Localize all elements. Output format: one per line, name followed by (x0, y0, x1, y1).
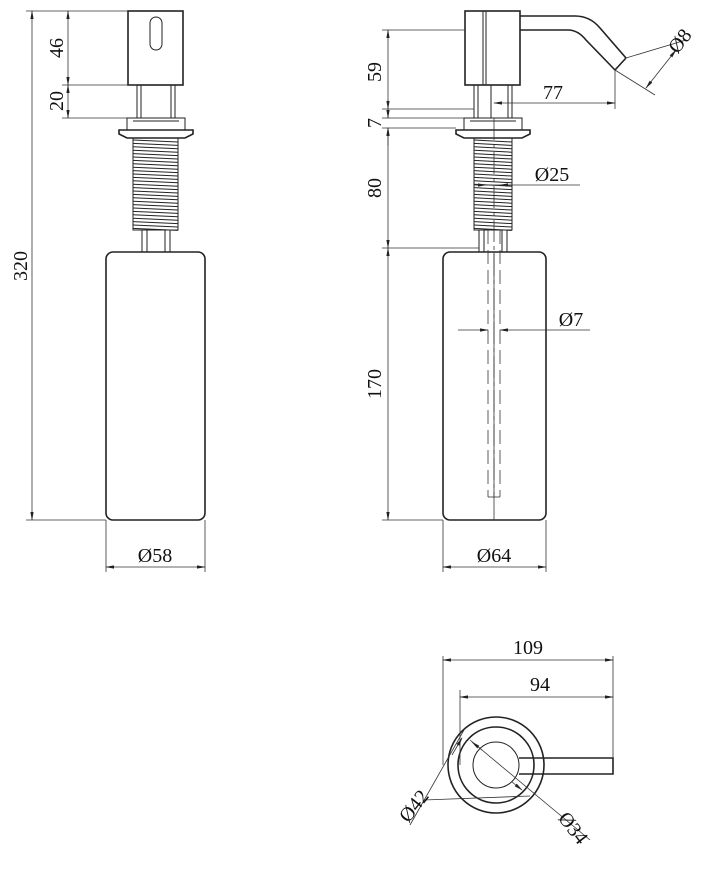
thread-line (473, 224, 513, 228)
thread-line (473, 166, 513, 170)
dim-80-label: 80 (364, 178, 386, 198)
thread-line (132, 193, 179, 197)
thread-line (132, 139, 179, 143)
thread-line (473, 139, 513, 143)
thread-line (473, 190, 513, 194)
thread-line (473, 210, 513, 214)
front-flange (118, 129, 194, 139)
thread-line (473, 159, 513, 163)
dim-7-label: 7 (364, 118, 386, 128)
thread-line (132, 166, 179, 170)
thread-line (473, 173, 513, 177)
side-thread (473, 137, 513, 231)
thread-line (132, 204, 179, 208)
top-spout (519, 757, 614, 775)
thread-line (473, 221, 513, 225)
thread-line (473, 176, 513, 180)
thread-line (132, 221, 179, 225)
thread-line (473, 217, 513, 221)
thread-line (473, 204, 513, 208)
front-thread (132, 137, 179, 231)
thread-line (473, 146, 513, 150)
front-collar (136, 84, 176, 119)
dim-170-label: 170 (364, 369, 386, 399)
thread-line (132, 153, 179, 157)
thread-line (473, 207, 513, 211)
thread-line (132, 170, 179, 174)
thread-line (132, 180, 179, 184)
dim-77-label: 77 (543, 82, 563, 104)
thread-line (132, 163, 179, 167)
thread-line (473, 156, 513, 160)
dim-7d-label: Ø7 (559, 309, 583, 331)
front-head (127, 10, 184, 86)
thread-line (132, 217, 179, 221)
thread-line (132, 142, 179, 146)
thread-line (473, 193, 513, 197)
side-flange (455, 129, 531, 139)
dim-59-label: 59 (364, 62, 386, 82)
thread-line (132, 156, 179, 160)
side-view: 59 77 Ø8 7 80 Ø25 170 Ø7 Ø64 (364, 10, 696, 572)
thread-line (473, 214, 513, 218)
thread-line (132, 224, 179, 228)
thread-line (132, 173, 179, 177)
thread-line (473, 142, 513, 146)
dim-94-label: 94 (530, 674, 550, 696)
thread-line (473, 149, 513, 153)
front-view: 46 20 320 Ø58 (10, 10, 206, 572)
thread-line (132, 214, 179, 218)
thread-line (473, 163, 513, 167)
thread-line (132, 159, 179, 163)
dim-109-label: 109 (513, 637, 543, 659)
thread-line (473, 180, 513, 184)
dim-42-label: Ø42 (395, 786, 434, 827)
front-bottle (105, 251, 206, 521)
thread-line (132, 149, 179, 153)
thread-line (132, 176, 179, 180)
side-bottle (442, 251, 547, 521)
thread-line (132, 187, 179, 191)
dim-46-label: 46 (46, 38, 68, 58)
side-head (464, 10, 521, 86)
thread-line (473, 187, 513, 191)
dim-64-label: Ø64 (477, 545, 511, 567)
thread-line (132, 207, 179, 211)
thread-line (132, 210, 179, 214)
thread-line (473, 197, 513, 201)
dim-20-label: 20 (46, 91, 68, 111)
side-spout (520, 15, 627, 71)
thread-line (132, 183, 179, 187)
thread-line (473, 170, 513, 174)
top-view: 109 94 Ø42 Ø34 (395, 637, 614, 849)
side-collar (473, 84, 513, 119)
thread-line (132, 146, 179, 150)
front-push-slot (149, 16, 163, 51)
thread-line (473, 153, 513, 157)
thread-line (473, 200, 513, 204)
dim-8-label: Ø8 (664, 25, 696, 58)
top-head-circle (457, 726, 535, 804)
dim-25-label: Ø25 (535, 164, 569, 186)
thread-line (132, 200, 179, 204)
top-flange-circle (447, 716, 545, 814)
dim-58-label: Ø58 (138, 545, 172, 567)
thread-line (132, 190, 179, 194)
thread-line (132, 197, 179, 201)
dim-320-label: 320 (10, 251, 32, 281)
